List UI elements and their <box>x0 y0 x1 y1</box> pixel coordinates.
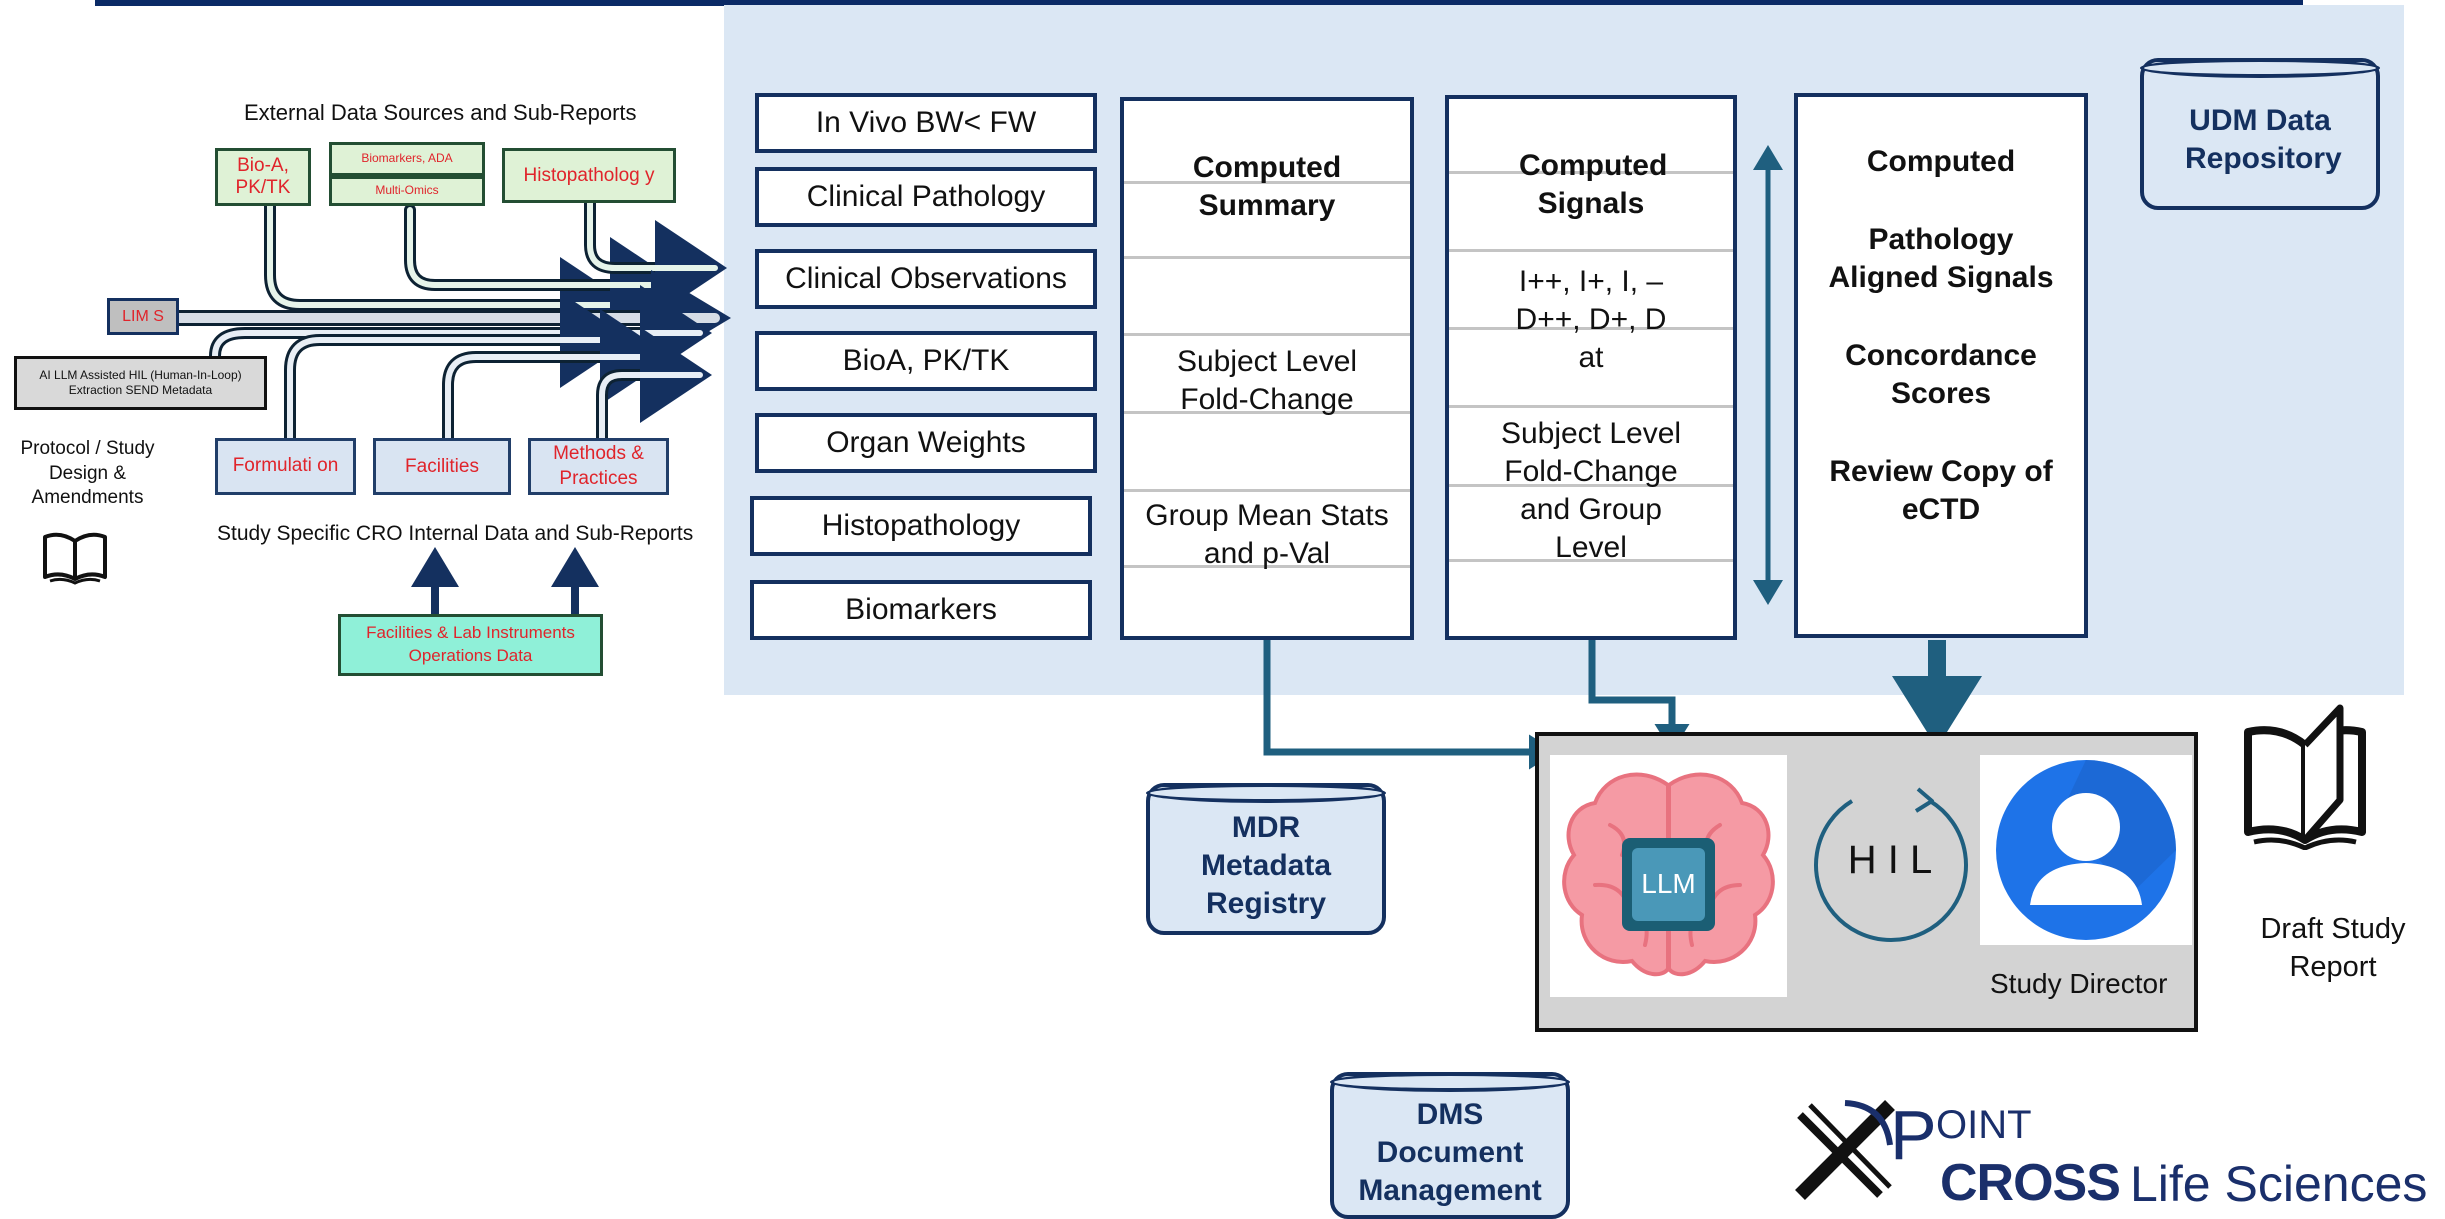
logo-life-sciences-text: Life Sciences <box>2130 1156 2428 1212</box>
source-histopathology: Histopatholog y <box>502 148 676 203</box>
logo-point-text: OINT <box>1936 1103 2032 1147</box>
logo-letter-p: P <box>1890 1096 1937 1174</box>
concordance-scores-label: Concordance Scores <box>1845 339 2037 410</box>
source-facilities: Facilities <box>373 438 511 495</box>
subject-fold-change-label: Subject Level Fold-Change <box>1176 345 1358 416</box>
feed-arrow-multi-omics <box>404 204 682 333</box>
source-multi-omics: Multi-Omics <box>329 176 485 206</box>
review-copy-ectd-label: Review Copy of eCTD <box>1829 455 2053 526</box>
brain-icon <box>1562 772 1775 977</box>
internal-sources-title: Study Specific CRO Internal Data and Sub… <box>217 522 694 545</box>
computed-aligned-title: Computed <box>1866 145 2016 178</box>
feed-arrow-formulation <box>284 292 632 446</box>
source-lims: LIM S <box>107 298 179 335</box>
group-mean-stats-label: Group Mean Stats and p-Val <box>1145 499 1389 570</box>
subject-group-fold-change-label: Subject Level Fold-Change and Group Leve… <box>1500 417 1682 564</box>
udm-data-repository: UDM Data Repository <box>2140 58 2380 210</box>
dms-label: DMS Document Management <box>1358 1097 1542 1207</box>
computed-summary-column: Computed Summary Subject Level Fold-Chan… <box>1120 97 1414 640</box>
hil-cycle-icon <box>1814 787 1968 943</box>
feed-arrow-ai-llm <box>209 285 712 381</box>
feed-arrow-bio-a <box>264 199 632 353</box>
udm-label: UDM Data Repository <box>2185 104 2342 175</box>
logo-cross-mark-icon <box>1795 1100 1895 1200</box>
dms-document-management: DMS Document Management <box>1330 1072 1570 1219</box>
hil-connectors <box>1263 640 1982 770</box>
computed-aligned-column: Computed Pathology Aligned Signals Conco… <box>1794 93 2088 638</box>
open-book-icon <box>43 532 107 585</box>
pointcross-logo: P OINT CROSS Life Sciences <box>1790 1095 2440 1219</box>
category-in-vivo-bw-fw: In Vivo BW< FW <box>755 93 1097 153</box>
llm-chip-label: LLM <box>1641 868 1696 899</box>
protocol-study-design-label: Protocol / Study Design & Amendments <box>20 438 155 509</box>
draft-study-report-label: Draft Study Report <box>2260 913 2406 983</box>
study-director-panel <box>1980 755 2192 945</box>
user-avatar-icon <box>1996 760 2176 940</box>
feed-arrow-methods <box>596 327 712 446</box>
mdr-label: MDR Metadata Registry <box>1200 811 1332 920</box>
external-sources-title: External Data Sources and Sub-Reports <box>244 100 637 125</box>
computed-signals-title: Computed Signals <box>1519 149 1668 220</box>
source-methods-practices: Methods & Practices <box>528 438 669 495</box>
ai-llm-extraction-box: AI LLM Assisted HIL (Human-In-Loop) Extr… <box>14 356 267 410</box>
computed-summary-title: Computed Summary <box>1192 151 1342 222</box>
source-formulation: Formulati on <box>215 438 356 495</box>
category-clinical-pathology: Clinical Pathology <box>755 167 1097 227</box>
category-histopathology: Histopathology <box>750 496 1092 556</box>
logo-cross-text: CROSS <box>1940 1154 2121 1212</box>
mdr-metadata-registry: MDR Metadata Registry <box>1146 783 1386 935</box>
category-biomarkers: Biomarkers <box>750 580 1092 640</box>
source-biomarkers-ada: Biomarkers, ADA <box>329 142 485 176</box>
feed-arrow-histopathology <box>584 194 727 316</box>
feed-arrow-facilities <box>442 309 672 446</box>
hil-label: H I L <box>1847 838 1933 882</box>
category-organ-weights: Organ Weights <box>755 413 1097 473</box>
pathology-aligned-signals-label: Pathology Aligned Signals <box>1828 223 2054 294</box>
llm-brain-panel: LLM <box>1550 755 1787 997</box>
operations-data-box: Facilities & Lab Instruments Operations … <box>338 614 603 676</box>
computed-signals-column: Computed Signals I++, I+, I, – D++, D+, … <box>1445 95 1737 640</box>
source-bio-a: Bio-A, PK/TK <box>215 148 311 206</box>
draft-report-book-icon <box>2244 704 2366 850</box>
category-clinical-observations: Clinical Observations <box>755 249 1097 309</box>
signal-levels-label: I++, I+, I, – D++, D+, D at <box>1515 265 1667 374</box>
top-banner-bar <box>95 0 2303 6</box>
category-bioa-pk-tk: BioA, PK/TK <box>755 331 1097 391</box>
study-director-label: Study Director <box>1990 968 2168 999</box>
operations-up-arrows <box>411 547 599 615</box>
